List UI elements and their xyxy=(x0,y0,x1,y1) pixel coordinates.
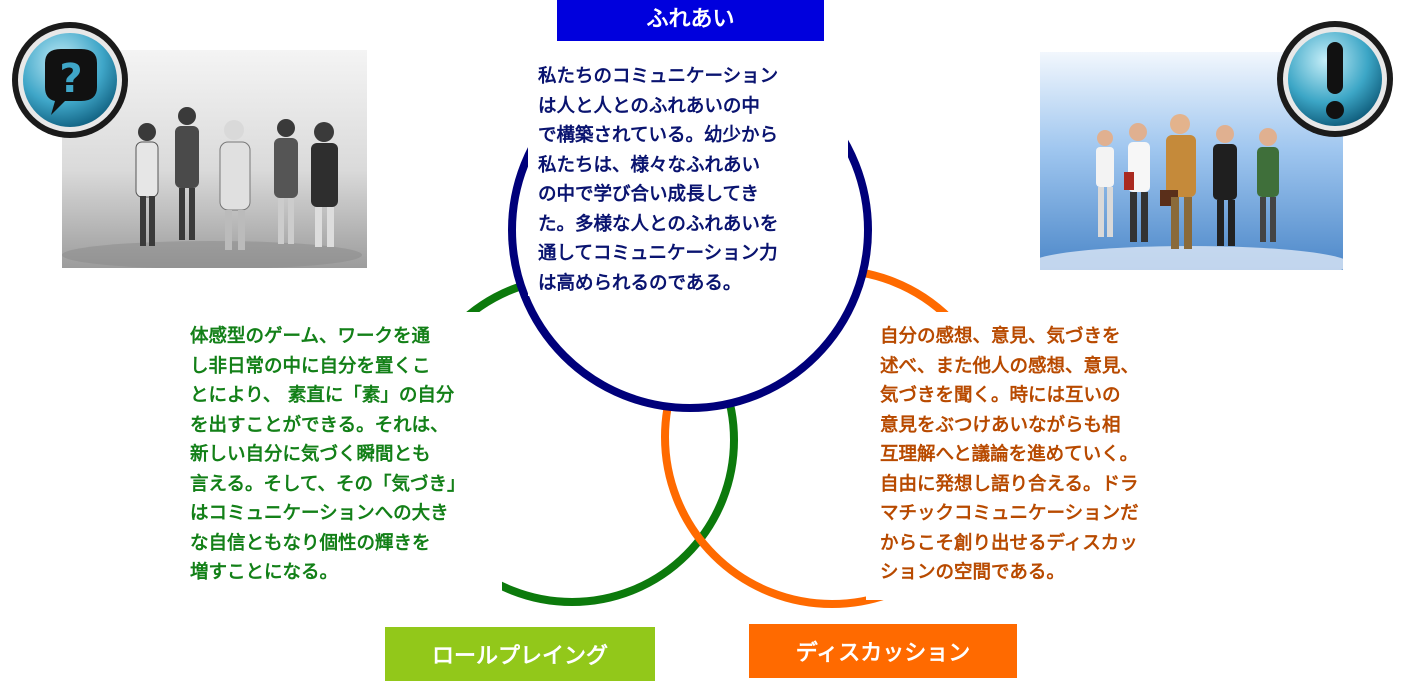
mask-center xyxy=(528,48,848,296)
text-line: 私たちは、様々なふれあい xyxy=(538,154,761,176)
text-line: 新しい自分に気づく瞬間とも xyxy=(190,444,431,465)
text-line: な自信ともなり個性の輝きを xyxy=(190,532,431,554)
fureai-label: ふれあい xyxy=(557,0,824,41)
text-line: 述べ、また他人の感想、意見、 xyxy=(880,355,1140,377)
text-line: は高められるのである。 xyxy=(538,272,742,294)
roleplaying-description: 体感型のゲーム、ワークを通 し非日常の中に自分を置くこ とにより、 素直に「素」… xyxy=(190,322,465,588)
discussion-label: ディスカッション xyxy=(749,624,1017,678)
text-line: マチックコミュニケーションだ xyxy=(880,503,1139,524)
text-line: 増すことになる。 xyxy=(190,562,339,583)
text-line: は人と人とのふれあいの中 xyxy=(538,95,760,117)
fureai-description: 私たちのコミュニケーション は人と人とのふれあいの中 で構築されている。幼少から… xyxy=(538,62,778,298)
text-line: 私たちのコミュニケーション xyxy=(538,66,779,87)
mask-left xyxy=(172,312,502,600)
text-line: 自由に発想し語り合える。ドラ xyxy=(880,473,1139,495)
text-line: し非日常の中に自分を置くこ xyxy=(190,355,431,377)
mask-right xyxy=(866,312,1206,600)
text-line: 言える。そして、その「気づき」 xyxy=(190,473,466,495)
text-line: 自分の感想、意見、気づきを xyxy=(880,326,1121,347)
text-line: 互理解へと議論を進めていく。 xyxy=(880,444,1139,465)
text-line: た。多様な人とのふれあいを xyxy=(538,213,779,235)
text-line: 意見をぶつけあいながらも相 xyxy=(880,414,1121,436)
question-speech-bubble-icon: ? xyxy=(9,19,131,145)
text-line: からこそ創り出せるディスカッ xyxy=(880,532,1138,554)
text-line: とにより、 素直に「素」の自分 xyxy=(190,385,455,406)
text-line: を出すことができる。それは、 xyxy=(190,414,449,436)
discussion-description: 自分の感想、意見、気づきを 述べ、また他人の感想、意見、 気づきを聞く。時には互… xyxy=(880,322,1139,588)
text-line: 通してコミュニケーション力 xyxy=(538,243,778,264)
text-line: の中で学び合い成長してき xyxy=(538,184,759,205)
exclamation-icon xyxy=(1274,18,1396,144)
text-line: ションの空間である。 xyxy=(880,562,1065,583)
photo-figurines-blue xyxy=(1040,52,1343,270)
text-line: で構築されている。幼少から xyxy=(538,125,778,146)
text-line: 気づきを聞く。時には互いの xyxy=(880,385,1121,406)
svg-text:?: ? xyxy=(59,56,82,102)
text-line: 体感型のゲーム、ワークを通 xyxy=(190,326,430,347)
text-line: はコミュニケーションへの大き xyxy=(190,503,449,524)
roleplaying-label: ロールプレイング xyxy=(385,627,655,681)
